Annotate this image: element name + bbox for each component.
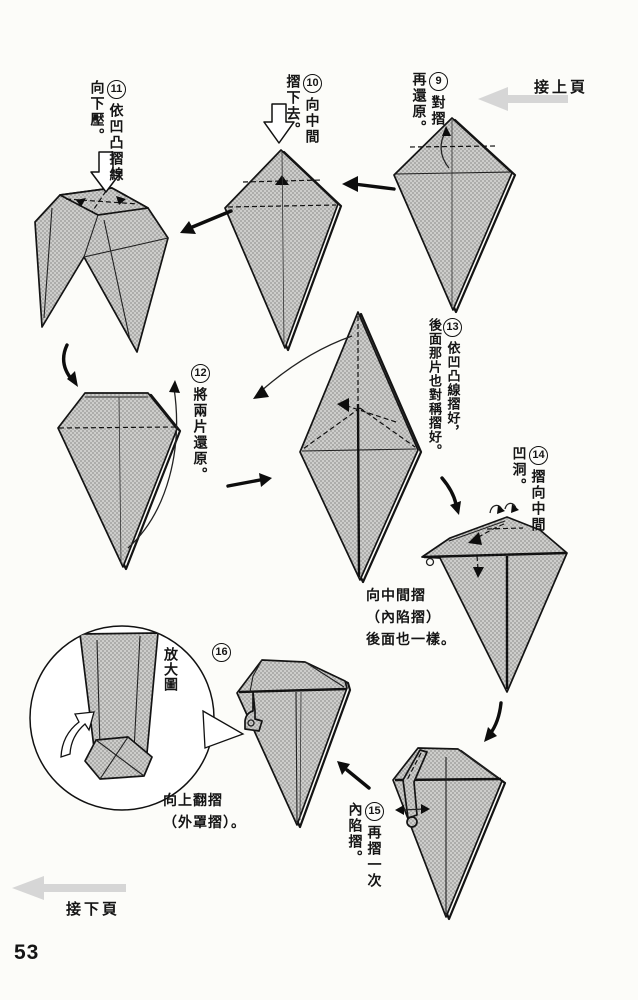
step16-figure	[236, 659, 352, 829]
step11-press-down-arrow-icon	[90, 151, 122, 193]
step14-label: 14 摺向中間 凹洞。	[510, 446, 548, 533]
step14-number: 14	[529, 446, 548, 465]
step13-number: 13	[443, 318, 462, 337]
step13-figure	[253, 311, 423, 584]
step15-figure	[392, 747, 507, 921]
step11-line2: 向下壓。	[89, 80, 106, 144]
prev-page-arrow-icon	[478, 87, 568, 111]
step10-fold-down-arrow-icon	[263, 103, 295, 144]
step14-line2: 凹洞。	[511, 446, 528, 494]
step13-label: 13 依凹凸線摺好， 後面那片也對稱摺好。	[426, 318, 462, 458]
step11-line1: 依凹凸摺線	[108, 103, 125, 183]
unfold-arrow-icon	[127, 387, 178, 549]
step14-note-line2: （內陷摺）	[366, 609, 441, 625]
step9-number: 9	[429, 72, 448, 91]
step11-figure	[34, 187, 169, 353]
step15-line1: 再摺一次	[366, 825, 383, 889]
step11-number: 11	[107, 80, 126, 99]
step14-figure	[421, 502, 568, 693]
step13-line1: 依凹凸線摺好，	[445, 341, 461, 439]
step15-label: 15 再摺一次 內陷摺。	[346, 802, 384, 889]
continued-on-next-page: 接下頁	[66, 901, 121, 918]
step12-figure	[57, 380, 182, 571]
step16-note: 向上翻摺 （外罩摺）。	[163, 789, 246, 833]
flow-arrow-9-to-10	[342, 176, 396, 192]
flow-arrow-15-to-16	[337, 761, 371, 790]
flow-arrow-11-to-12	[61, 343, 78, 387]
next-page-arrow-icon	[12, 876, 126, 900]
step16-note-line2: （外罩摺）。	[163, 814, 246, 830]
step14-line1: 摺向中間	[530, 469, 547, 533]
flip-up-hollow-arrow-icon	[60, 711, 95, 758]
magnifier-circle	[29, 625, 245, 811]
step12-number: 12	[191, 364, 210, 383]
step10-figure	[224, 149, 343, 352]
step10-line1: 向中間	[304, 97, 321, 145]
step16-label: 16	[212, 642, 231, 666]
step10-label: 10 向中間 摺下去。	[284, 74, 322, 145]
step16-note-line1: 向上翻摺	[163, 792, 223, 808]
step12-line1: 將兩片還原。	[192, 387, 209, 483]
step12-label: 12 將兩片還原。	[191, 364, 210, 483]
step10-number: 10	[303, 74, 322, 93]
step10-line2: 摺下去。	[285, 74, 302, 138]
step14-note: 向中間摺 （內陷摺） 後面也一樣。	[366, 584, 456, 650]
swing-arrow-icon	[259, 335, 353, 393]
flow-arrow-12-to-13	[226, 473, 272, 488]
step9-label: 9 對摺 再還原。	[410, 72, 448, 136]
step9-line2: 再還原。	[411, 72, 428, 136]
flow-arrow-13-to-14	[440, 476, 461, 515]
step15-number: 15	[365, 802, 384, 821]
flow-arrow-14-to-15	[484, 701, 503, 742]
magnifier-label: 放大圖	[163, 647, 179, 692]
step9-line1: 對摺	[430, 95, 447, 127]
step15-line2: 內陷摺。	[347, 802, 364, 866]
magnifier-pointer	[202, 709, 245, 749]
flow-arrow-10-to-11	[180, 209, 233, 234]
step16-number: 16	[212, 643, 231, 662]
step14-note-line1: 向中間摺	[366, 587, 426, 603]
step13-line2: 後面那片也對稱摺好。	[427, 318, 442, 458]
continued-from-previous-page: 接上頁	[534, 79, 589, 96]
foot-fold-detail	[244, 691, 263, 732]
step9-figure	[393, 117, 517, 314]
page-number: 53	[14, 941, 40, 964]
step11-label: 11 依凹凸摺線 向下壓。	[88, 80, 126, 183]
step14-note-line3: 後面也一樣。	[366, 631, 456, 647]
